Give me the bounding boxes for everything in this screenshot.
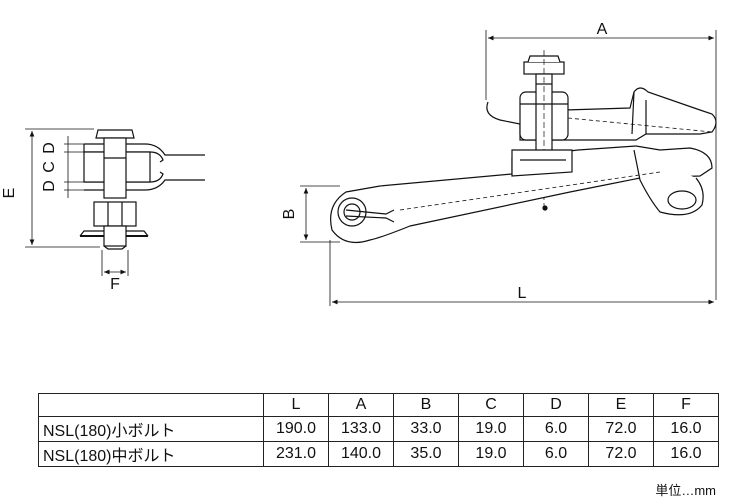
spec-table: L A B C D E F NSL(180)小ボルト 190.0 133.0 3…	[38, 393, 719, 467]
table-cell-D: 6.0	[523, 416, 589, 442]
dim-label-F: F	[110, 276, 120, 293]
table-cell-B: 33.0	[393, 416, 459, 442]
table-header-B: B	[393, 393, 459, 417]
table-cell-F: 16.0	[653, 416, 719, 442]
table-header-corner	[38, 393, 264, 417]
dim-label-L: L	[518, 285, 527, 302]
row-model-name: NSL(180)中ボルト	[38, 441, 264, 467]
dim-label-B: B	[281, 209, 298, 220]
side-view	[25, 128, 205, 276]
table-cell-F: 16.0	[653, 441, 719, 467]
table-header-row: L A B C D E F	[38, 393, 719, 417]
table-header-F: F	[653, 393, 719, 417]
table-cell-E: 72.0	[588, 416, 654, 442]
table-cell-A: 133.0	[328, 416, 394, 442]
table-row: NSL(180)中ボルト 231.0 140.0 35.0 19.0 6.0 7…	[38, 441, 719, 467]
table-header-A: A	[328, 393, 394, 417]
table-cell-A: 140.0	[328, 441, 394, 467]
table-header-C: C	[458, 393, 524, 417]
dim-label-D-top: D	[41, 142, 58, 154]
table-cell-B: 35.0	[393, 441, 459, 467]
dim-label-D-bottom: D	[41, 180, 58, 192]
main-view	[300, 30, 717, 306]
dim-label-C: C	[41, 161, 58, 173]
table-cell-C: 19.0	[458, 441, 524, 467]
table-cell-D: 6.0	[523, 441, 589, 467]
technical-drawing: E D C D F	[1, 21, 717, 306]
dim-label-A: A	[597, 21, 608, 38]
row-model-name: NSL(180)小ボルト	[38, 416, 264, 442]
table-header-D: D	[523, 393, 589, 417]
dim-label-E: E	[1, 188, 18, 199]
table-row: NSL(180)小ボルト 190.0 133.0 33.0 19.0 6.0 7…	[38, 416, 719, 442]
unit-note: 単位…mm	[655, 483, 716, 498]
table-header-E: E	[588, 393, 654, 417]
table-cell-E: 72.0	[588, 441, 654, 467]
table-cell-C: 19.0	[458, 416, 524, 442]
table-cell-L: 190.0	[263, 416, 329, 442]
table-header-L: L	[263, 393, 329, 417]
table-cell-L: 231.0	[263, 441, 329, 467]
